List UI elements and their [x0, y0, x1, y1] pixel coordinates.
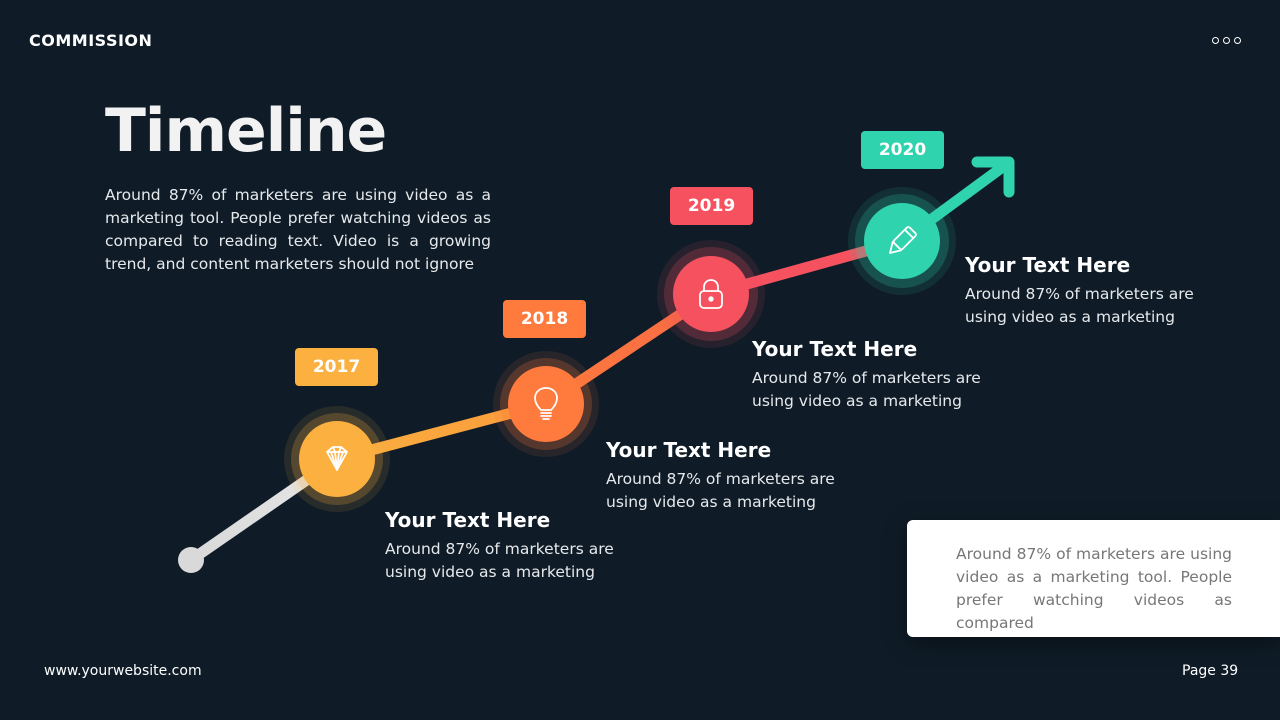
timeline-item-2017: Your Text Here Around 87% of marketers a…	[385, 508, 620, 584]
arrow-head-icon	[971, 156, 1015, 198]
node-2020	[848, 187, 956, 295]
info-card: Around 87% of marketers are using video …	[907, 520, 1280, 637]
timeline-item-2018: Your Text Here Around 87% of marketers a…	[606, 438, 841, 514]
node-2017	[284, 406, 390, 512]
card-text: Around 87% of marketers are using video …	[956, 545, 1232, 632]
item-description: Around 87% of marketers are using video …	[752, 369, 981, 410]
item-description: Around 87% of marketers are using video …	[965, 285, 1194, 326]
item-title: Your Text Here	[385, 508, 551, 532]
item-description: Around 87% of marketers are using video …	[606, 470, 835, 511]
lock-icon	[699, 279, 723, 309]
year-label-2018: 2018	[503, 300, 586, 338]
lightbulb-icon	[534, 387, 558, 420]
diamond-icon	[326, 446, 348, 471]
dot	[1212, 37, 1219, 44]
start-dot	[178, 547, 204, 573]
brand-logo: COMMISSION	[29, 31, 153, 50]
item-title: Your Text Here	[965, 253, 1131, 277]
node-2019	[657, 240, 765, 348]
page-title: Timeline	[105, 96, 387, 166]
pencil-icon	[889, 226, 917, 254]
node-2018	[493, 351, 599, 457]
intro-paragraph: Around 87% of marketers are using video …	[105, 186, 491, 273]
three-dots-icon[interactable]	[1212, 37, 1241, 44]
item-description: Around 87% of marketers are using video …	[385, 540, 614, 581]
timeline-item-2019: Your Text Here Around 87% of marketers a…	[752, 337, 987, 413]
item-title: Your Text Here	[752, 337, 918, 361]
website-link[interactable]: www.yourwebsite.com	[44, 663, 202, 679]
year-label-2017: 2017	[295, 348, 378, 386]
year-label-2019: 2019	[670, 187, 753, 225]
dot	[1223, 37, 1230, 44]
page-number: Page 39	[1182, 663, 1239, 679]
item-title: Your Text Here	[606, 438, 772, 462]
timeline-item-2020: Your Text Here Around 87% of marketers a…	[965, 253, 1200, 329]
year-label-2020: 2020	[861, 131, 944, 169]
dot	[1234, 37, 1241, 44]
